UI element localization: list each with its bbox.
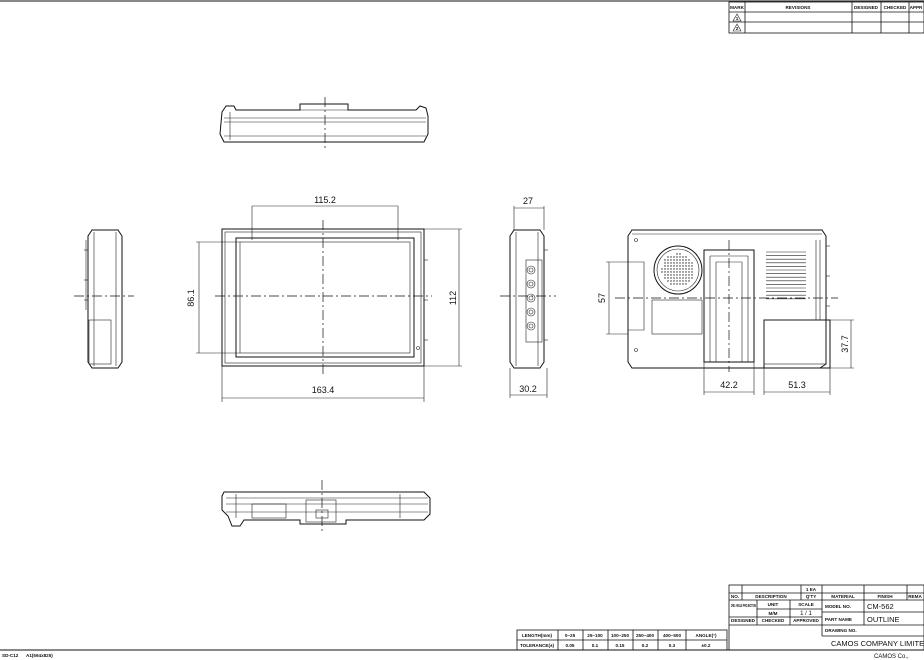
dimension-height-right: 112 [448,291,458,305]
bottom-view [221,480,431,532]
dimension-back-right: 37.7 [840,335,850,353]
back-view [615,229,838,372]
revision-header-designed: DESIGNED [854,5,879,10]
title-header-remarks: REMA [908,594,922,599]
tolerance-header-2: 25~100 [587,633,603,638]
company-short: CAMOS Co., [874,654,909,660]
revision-mark-1-icon: 1 [732,13,742,22]
right-side-view: 27 30.2 [500,196,556,398]
tolerance-header-3: 100~250 [611,633,629,638]
dimension-side-bottom: 30.2 [519,384,537,394]
title-header-finish: FINISH [877,594,893,599]
front-dimensions: 115.2 86.1 112 163.4 [186,195,462,402]
form-code: SD-C12 [2,653,19,658]
unit-value: M/M [769,611,778,616]
revision-header-appr: APPR [910,5,923,10]
unit-label: UNIT [768,602,779,607]
top-view [219,97,429,150]
title-header-description: DESCRIPTION [755,594,787,599]
svg-text:2: 2 [736,26,739,31]
revision-header-revisions: REVISIONS [785,5,810,10]
revision-header-checked: CHECKED [884,5,907,10]
dimension-back-bottom-left: 42.2 [720,380,738,390]
dimension-back-bottom-right: 51.3 [788,380,806,390]
tolerance-row-label: TOLERANCE(±) [520,643,555,648]
scale-value: 1 / 1 [800,611,812,617]
sheet-size: A1(594x825) [26,653,53,658]
company-name: CAMOS COMPANY LIMITE [831,639,924,648]
part-value: OUTLINE [867,615,900,624]
revision-table: MARK REVISIONS DESIGNED CHECKED APPR 1 2 [728,1,924,34]
revision-header-mark: MARK [730,5,744,10]
checked-label: CHECKED [762,618,785,623]
back-dimensions: 57 37.7 42.2 51.3 [597,261,854,395]
tolerance-value-3: 0.15 [616,643,625,648]
tolerance-header-length: LENGTH(mm) [522,633,553,638]
left-side-view [74,229,134,369]
tolerance-value-1: 0.05 [566,643,575,648]
tolerance-header-1: 0~25 [565,633,576,638]
tolerance-value-5: 0.3 [669,643,676,648]
approved-label: APPROVED [793,618,819,623]
tolerance-table: LENGTH(mm) 0~25 25~100 100~250 250~400 4… [516,629,728,651]
part-label: PART NAME [825,617,852,622]
svg-text:1: 1 [736,16,739,21]
model-value: CM-562 [867,602,894,611]
vent-slots [766,251,806,300]
revision-mark-2-icon: 2 [732,23,742,32]
tolerance-header-angle: ANGLE(°) [696,633,717,638]
tolerance-value-angle: ±0.2 [702,643,711,648]
tolerance-header-4: 250~400 [636,633,654,638]
dimension-back-left: 57 [597,293,607,303]
qty-value: 1 EA [806,587,817,592]
title-header-material: MATERIAL [831,594,855,599]
dimension-width-top: 115.2 [314,195,336,205]
speaker-grille [661,253,693,285]
tolerance-value-4: 0.2 [642,643,649,648]
tolerance-value-2: 0.1 [592,643,599,648]
front-view [215,220,432,376]
drawing-label: DRAWING NO. [825,628,857,633]
designed-label: DESIGNED [731,618,756,623]
model-label: MODEL NO. [825,604,851,609]
title-block: 1 EA NO. DESCRIPTION Q'TY MATERIAL FINIS… [728,584,924,651]
title-header-qty: Q'TY [806,594,817,599]
dimension-height-left: 86.1 [186,289,196,307]
dimension-width-bottom: 163.4 [312,385,335,395]
dimension-side-top: 27 [523,196,533,206]
scale-label: SCALE [798,602,814,607]
tolerance-header-5: 400~500 [663,633,681,638]
title-header-no: NO. [731,594,739,599]
projection-label: 3RD ANGLE PROJECTION [731,603,756,608]
